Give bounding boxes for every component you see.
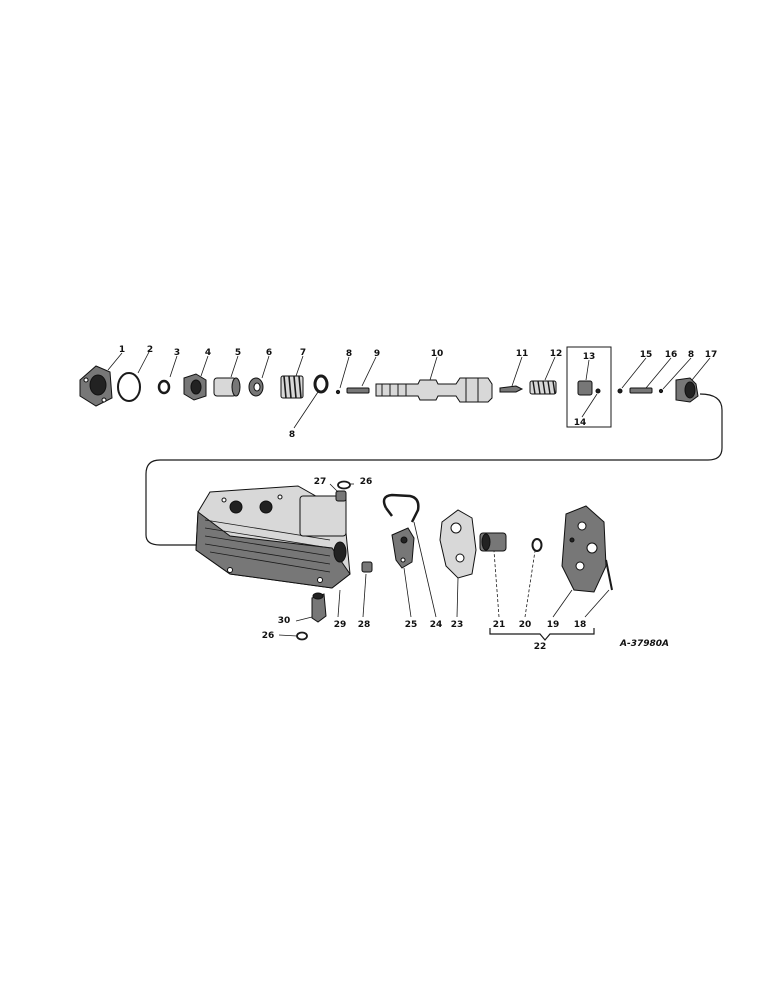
part-7-spring (280, 375, 304, 399)
part-6-washer (248, 377, 264, 397)
callout-26-top: 26 (360, 477, 373, 487)
callout-8-ball-right: 8 (688, 350, 694, 360)
part-13-14-box (566, 346, 612, 428)
callout-19: 19 (547, 620, 560, 630)
part-8-ball-right (658, 388, 664, 394)
part-5-sleeve (213, 377, 241, 397)
part-2-o-ring (117, 372, 141, 402)
callout-28: 28 (358, 620, 371, 630)
part-10-spool (375, 377, 493, 403)
part-26-ring-top (337, 480, 351, 490)
callout-17: 17 (705, 350, 718, 360)
part-17-plug (675, 377, 699, 403)
callout-27: 27 (314, 477, 327, 487)
callout-10: 10 (431, 349, 444, 359)
callout-5: 5 (235, 348, 241, 358)
part-15-ball (617, 388, 623, 394)
callout-4: 4 (205, 348, 211, 358)
callout-24: 24 (430, 620, 443, 630)
part-21-bushing (479, 532, 507, 552)
callout-15: 15 (640, 350, 653, 360)
callout-8-ball-left: 8 (346, 349, 352, 359)
callout-13: 13 (583, 352, 596, 362)
part-8-seal-ring (313, 374, 329, 394)
part-12-spring (529, 380, 557, 395)
part-9-pin (346, 387, 370, 394)
callout-18: 18 (574, 620, 587, 630)
callout-23: 23 (451, 620, 464, 630)
part-14-ball (595, 388, 601, 394)
callout-29: 29 (334, 620, 347, 630)
group-22-bracket (489, 628, 595, 641)
part-11-plunger (499, 385, 524, 393)
callout-6: 6 (266, 348, 272, 358)
part-4-nut (183, 373, 207, 401)
callout-30: 30 (278, 616, 291, 626)
part-19-pump-plate (561, 505, 607, 593)
part-27-plug (335, 490, 347, 502)
callout-11: 11 (516, 349, 529, 359)
part-25-lever (391, 527, 415, 569)
callout-labels: 1 2 3 4 5 6 7 8 8 8 9 10 11 12 13 14 15 … (119, 345, 717, 652)
callout-12: 12 (550, 349, 563, 359)
part-8-ball (335, 389, 341, 395)
part-26-ring-bottom (296, 631, 308, 641)
callout-3: 3 (174, 348, 180, 358)
callout-26-bottom: 26 (262, 631, 275, 641)
callout-14: 14 (574, 418, 587, 428)
figure-id: A-37980A (619, 639, 669, 649)
leader-lines (107, 351, 711, 637)
assembly-path-line (145, 393, 723, 546)
part-28-plug (361, 561, 373, 573)
callout-20: 20 (519, 620, 532, 630)
callout-25: 25 (405, 620, 418, 630)
part-23-gasket (439, 509, 477, 579)
part-16-pin (629, 387, 653, 394)
callout-16: 16 (665, 350, 678, 360)
part-13-sleeve (577, 380, 593, 396)
part-30-valve (311, 592, 327, 623)
callout-21: 21 (493, 620, 506, 630)
part-20-o-ring (531, 538, 543, 552)
part-24-spring-clip (382, 493, 420, 523)
part-1-cover-plate (79, 365, 113, 407)
part-29-valve-body (195, 485, 351, 589)
callout-22: 22 (534, 642, 547, 652)
callout-8-seal: 8 (289, 430, 295, 440)
part-3-ring (157, 379, 171, 395)
callout-7: 7 (300, 348, 306, 358)
callout-9: 9 (374, 349, 380, 359)
callout-1: 1 (119, 345, 125, 355)
part-18-dowel (605, 559, 613, 591)
callout-2: 2 (147, 345, 153, 355)
